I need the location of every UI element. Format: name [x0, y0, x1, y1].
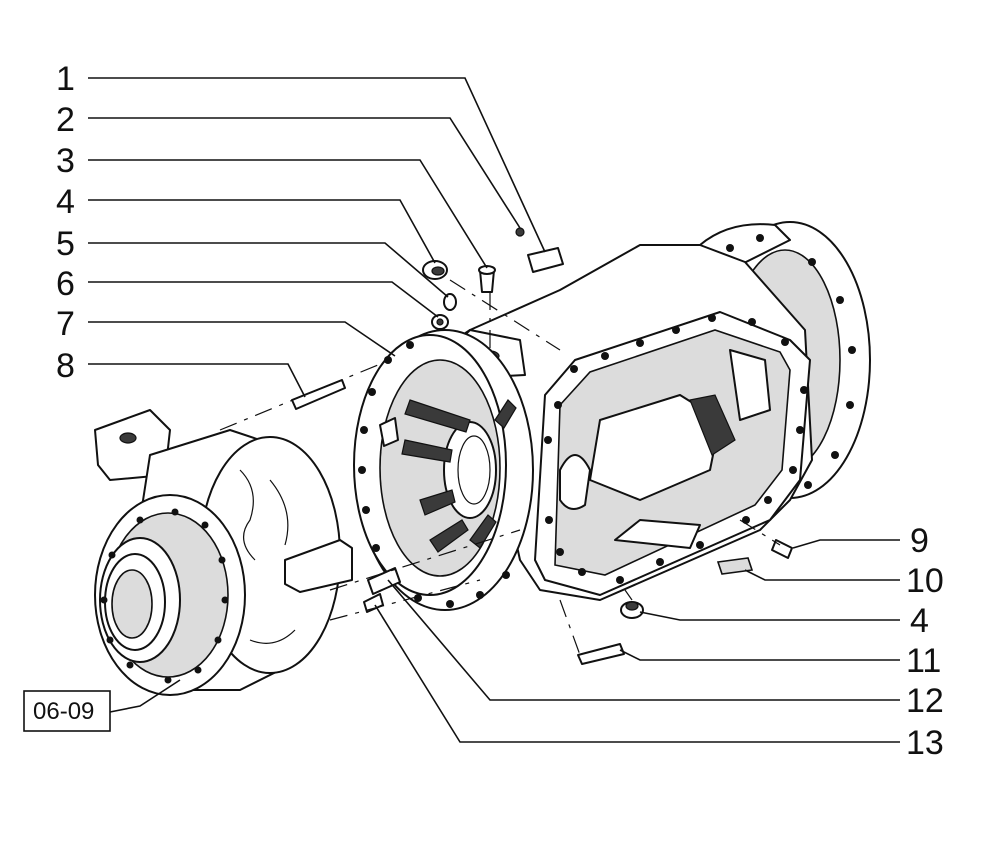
part-1-plate [527, 247, 564, 273]
axle-housing [454, 221, 871, 601]
callout-10: 10 [906, 562, 944, 600]
callout-12: 12 [906, 682, 944, 720]
hub-housing [94, 409, 353, 696]
callout-4-lower: 4 [910, 602, 929, 640]
callouts-left: 1 2 3 4 5 6 7 8 [56, 60, 75, 385]
part-13-dowel [363, 593, 384, 613]
callouts-right: 9 10 4 11 12 13 [906, 522, 944, 762]
callout-11: 11 [906, 642, 941, 680]
reference-box: 06-09 [23, 690, 111, 732]
part-4-plug-top [422, 260, 448, 280]
part-10-shim [716, 557, 754, 575]
reference-label: 06-09 [33, 698, 94, 725]
callout-9: 9 [910, 522, 929, 560]
part-5-washer [443, 293, 457, 311]
callout-7: 7 [56, 305, 75, 343]
callout-3: 3 [56, 142, 75, 180]
part-8-stud [291, 379, 346, 410]
callout-6: 6 [56, 265, 75, 303]
part-9-pin [771, 539, 793, 559]
part-3-breather [478, 265, 496, 293]
callout-8: 8 [56, 347, 75, 385]
part-4-plug-bottom [620, 601, 644, 619]
callout-4: 4 [56, 183, 75, 221]
callout-1: 1 [56, 60, 75, 98]
callout-13: 13 [906, 724, 944, 762]
part-6-nut [431, 314, 449, 330]
carrier-flange [353, 329, 534, 611]
callout-2: 2 [56, 101, 75, 139]
part-2-rivet [515, 227, 525, 237]
callout-5: 5 [56, 225, 75, 263]
part-11-bolt [577, 643, 625, 665]
part-12-bush [367, 567, 401, 595]
assembly-axes [219, 279, 781, 656]
leader-lines [88, 77, 900, 743]
